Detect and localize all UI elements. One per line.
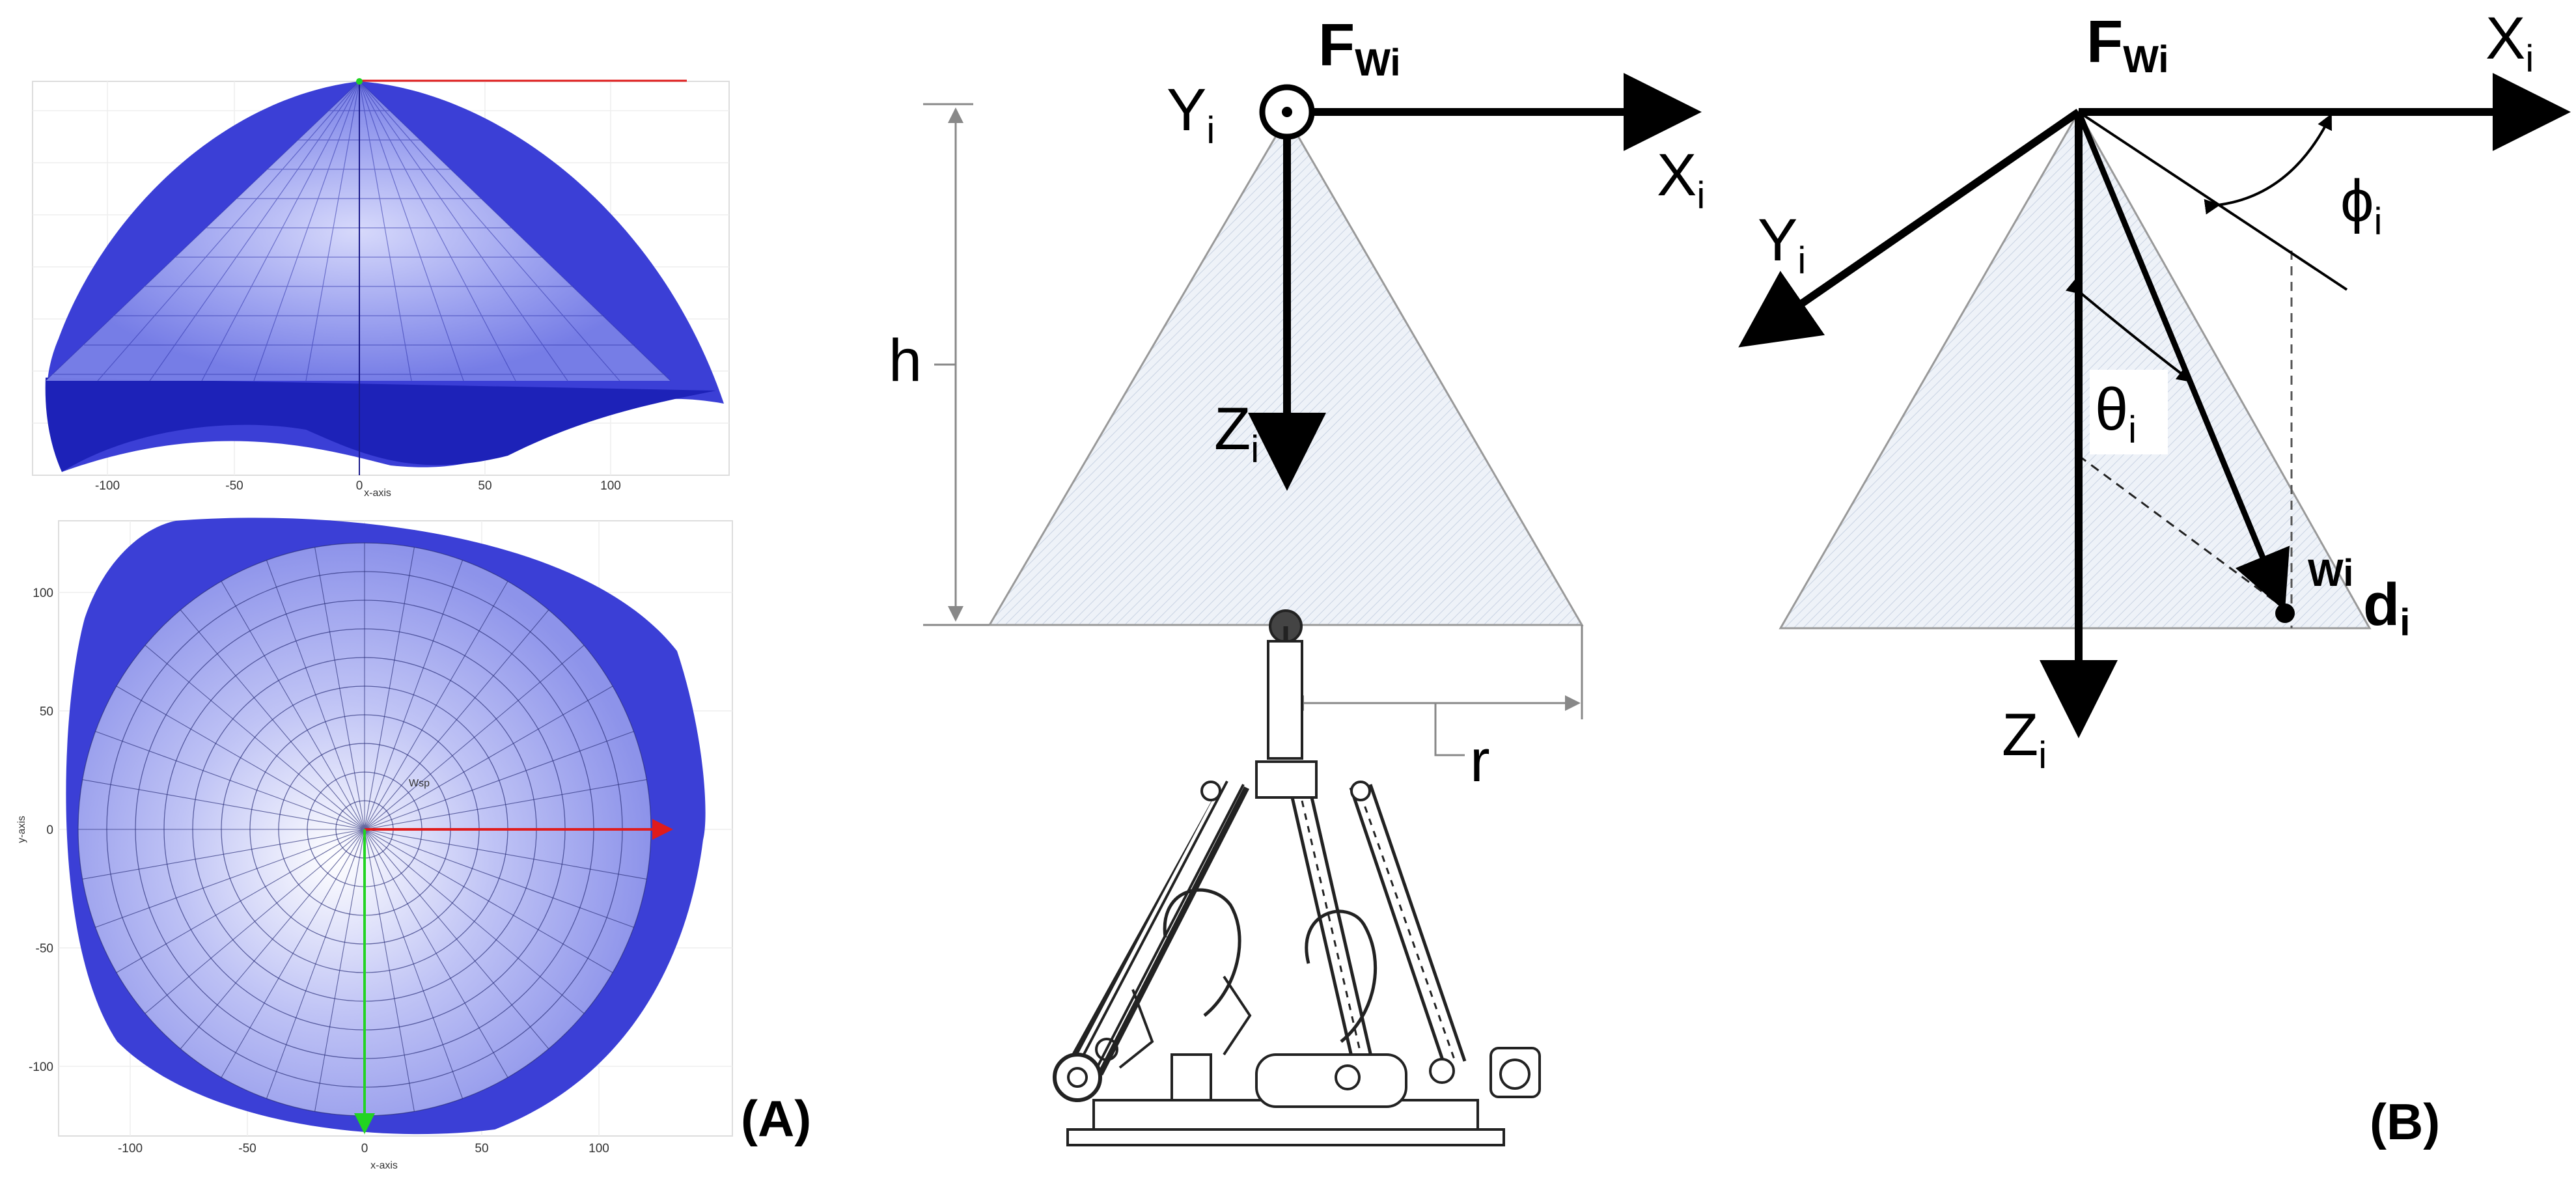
frame-label: FWi	[2086, 8, 2169, 81]
y-tick: 100	[33, 587, 53, 600]
polar-radial-line	[364, 829, 585, 1014]
polar-radial-line	[180, 829, 365, 1049]
polar-radial-line	[314, 829, 365, 1112]
y-axis-label: Yi	[1758, 207, 1806, 282]
polar-radial-line	[221, 829, 365, 1078]
polar-radial-line	[364, 560, 464, 830]
x-tick: 0	[361, 1142, 368, 1156]
polar-radial-line	[145, 829, 365, 1014]
polar-radial-line	[364, 829, 634, 928]
polar-radial-line	[364, 609, 549, 830]
polar-radial-line	[364, 644, 585, 830]
polar-radial-line	[145, 644, 365, 830]
phi-angle-arc	[2204, 113, 2332, 215]
polar-radial-line	[221, 581, 365, 830]
polar-radial-line	[82, 779, 365, 830]
dim-line	[1434, 703, 1465, 756]
polar-radial-line	[364, 730, 634, 830]
top-plot-x-ticks: -100 -50 0 50 100	[95, 479, 621, 493]
theta-angle-arc	[2065, 278, 2193, 383]
polar-radial-line	[266, 829, 365, 1099]
x-tick: 50	[478, 479, 492, 493]
polar-radial-line	[364, 829, 508, 1078]
y-axis-dot	[1282, 107, 1292, 117]
d-prefix-label: Wi	[2308, 552, 2353, 594]
diagram-b: FWi Xi Yi Zi ϕi θi Wi di	[1738, 5, 2571, 777]
polar-radial-line	[116, 829, 365, 973]
polar-radial-line	[364, 829, 647, 879]
y-tick: 0	[46, 824, 53, 837]
polar-radial-line	[364, 581, 508, 830]
polar-radial-line	[95, 730, 365, 830]
x-tick: 100	[589, 1142, 609, 1156]
x-tick: -50	[238, 1142, 256, 1156]
x-tick: 50	[475, 1142, 488, 1156]
projection-line	[2078, 454, 2286, 610]
x-axis-label: Xi	[2486, 5, 2534, 80]
theta-label-bg	[2090, 370, 2168, 454]
d-label: di	[2363, 572, 2410, 644]
diagram-a: h r FWi Yi Xi Zi	[889, 12, 1705, 1146]
workspace-surface-underside	[45, 378, 716, 472]
polar-radial-line	[364, 829, 613, 973]
x-tick: 0	[356, 479, 363, 493]
theta-label: θi	[2095, 376, 2137, 451]
radius-label: r	[1470, 728, 1490, 794]
height-label: h	[889, 327, 922, 394]
x-tick: -50	[225, 479, 243, 493]
bottom-plot-x-label: x-axis	[370, 1160, 398, 1171]
bottom-plot-x-ticks: -100 -50 0 50 100	[118, 1142, 609, 1156]
panel-label-a: (A)	[741, 1090, 811, 1147]
polar-radial-line	[364, 829, 415, 1112]
polar-radial-line	[364, 779, 647, 830]
target-point	[2275, 603, 2295, 623]
center-label: Wsp	[409, 778, 430, 789]
y-axis-label: Yi	[1167, 77, 1215, 152]
frame-label: FWi	[1318, 12, 1401, 84]
polar-radial-line	[364, 685, 613, 830]
polar-radial-line	[364, 829, 549, 1049]
apex-point	[356, 78, 363, 85]
parallel-robot-illustration	[1053, 609, 1541, 1146]
polar-radial-line	[95, 829, 365, 928]
y-tick: -100	[29, 1060, 53, 1074]
x-tick: -100	[95, 479, 120, 493]
y-axis-arrow	[1738, 109, 2081, 348]
panel-label-b: (B)	[2370, 1093, 2440, 1150]
surface-plot-side-view: -100 -50 0 50 100 x-axis	[32, 78, 730, 499]
cone-mesh	[45, 81, 671, 381]
y-tick: -50	[36, 942, 53, 956]
polar-radial-line	[266, 560, 365, 830]
polar-radial-line	[116, 685, 365, 830]
surface-plot-top-view: Wsp 100 50 0 -50 -100 -100 -50 0 50 100 …	[16, 518, 733, 1171]
x-axis-label: Xi	[1657, 142, 1705, 217]
x-tick: -100	[118, 1142, 143, 1156]
z-axis-label: Zi	[1214, 396, 1259, 471]
polar-radial-line	[82, 829, 365, 879]
z-axis-label: Zi	[2002, 702, 2047, 777]
phi-label: ϕi	[2340, 168, 2382, 243]
polar-radial-line	[314, 547, 365, 830]
polar-radial-line	[364, 829, 464, 1099]
bottom-plot-y-label: y-axis	[16, 816, 27, 843]
top-plot-x-label: x-axis	[364, 488, 391, 499]
y-tick: 50	[40, 705, 53, 719]
polar-radial-line	[364, 547, 415, 830]
x-tick: 100	[600, 479, 621, 493]
polar-radial-line	[180, 609, 365, 830]
bottom-plot-y-ticks: 100 50 0 -50 -100	[29, 587, 53, 1074]
